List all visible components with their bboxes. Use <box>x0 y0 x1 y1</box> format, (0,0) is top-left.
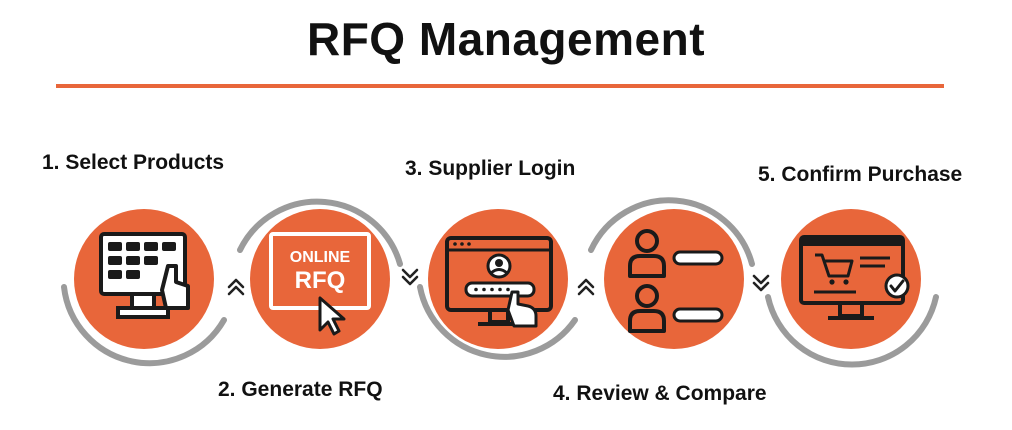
chevron-double-up-icon <box>227 278 245 296</box>
rfq-badge-line2: RFQ <box>295 267 346 294</box>
chevron-double-down-icon <box>752 274 770 292</box>
step-4-circle <box>604 209 744 349</box>
monitor-login-icon <box>445 236 553 328</box>
chevron-double-down-icon <box>401 268 419 286</box>
step-label-supplier-login: 3. Supplier Login <box>405 157 576 180</box>
step-label-select-products: 1. Select Products <box>42 151 225 174</box>
step-label-confirm-purchase: 5. Confirm Purchase <box>758 163 963 186</box>
shopping-cart-monitor-icon <box>799 235 910 320</box>
online-rfq-icon: ONLINE RFQ <box>269 232 371 336</box>
step-label-review-compare: 4. Review & Compare <box>553 382 767 405</box>
checkmark-badge-icon <box>884 273 910 299</box>
page-title: RFQ Management <box>306 13 706 65</box>
title-underline <box>56 84 944 88</box>
arc-step-5 <box>765 294 939 368</box>
flow-arcs <box>61 197 939 368</box>
touchscreen-kiosk-icon <box>99 232 190 319</box>
cursor-arrow-icon <box>318 296 346 336</box>
step-2-circle <box>250 209 390 349</box>
chevron-double-up-icon <box>577 278 595 296</box>
arc-step-1 <box>61 284 227 367</box>
arc-step-2 <box>237 198 403 267</box>
step-label-generate-rfq: 2. Generate RFQ <box>218 378 383 401</box>
arc-step-4 <box>588 197 755 267</box>
arc-step-3 <box>417 284 578 360</box>
rfq-badge-line1: ONLINE <box>290 249 351 266</box>
compare-profiles-icon <box>628 229 724 333</box>
